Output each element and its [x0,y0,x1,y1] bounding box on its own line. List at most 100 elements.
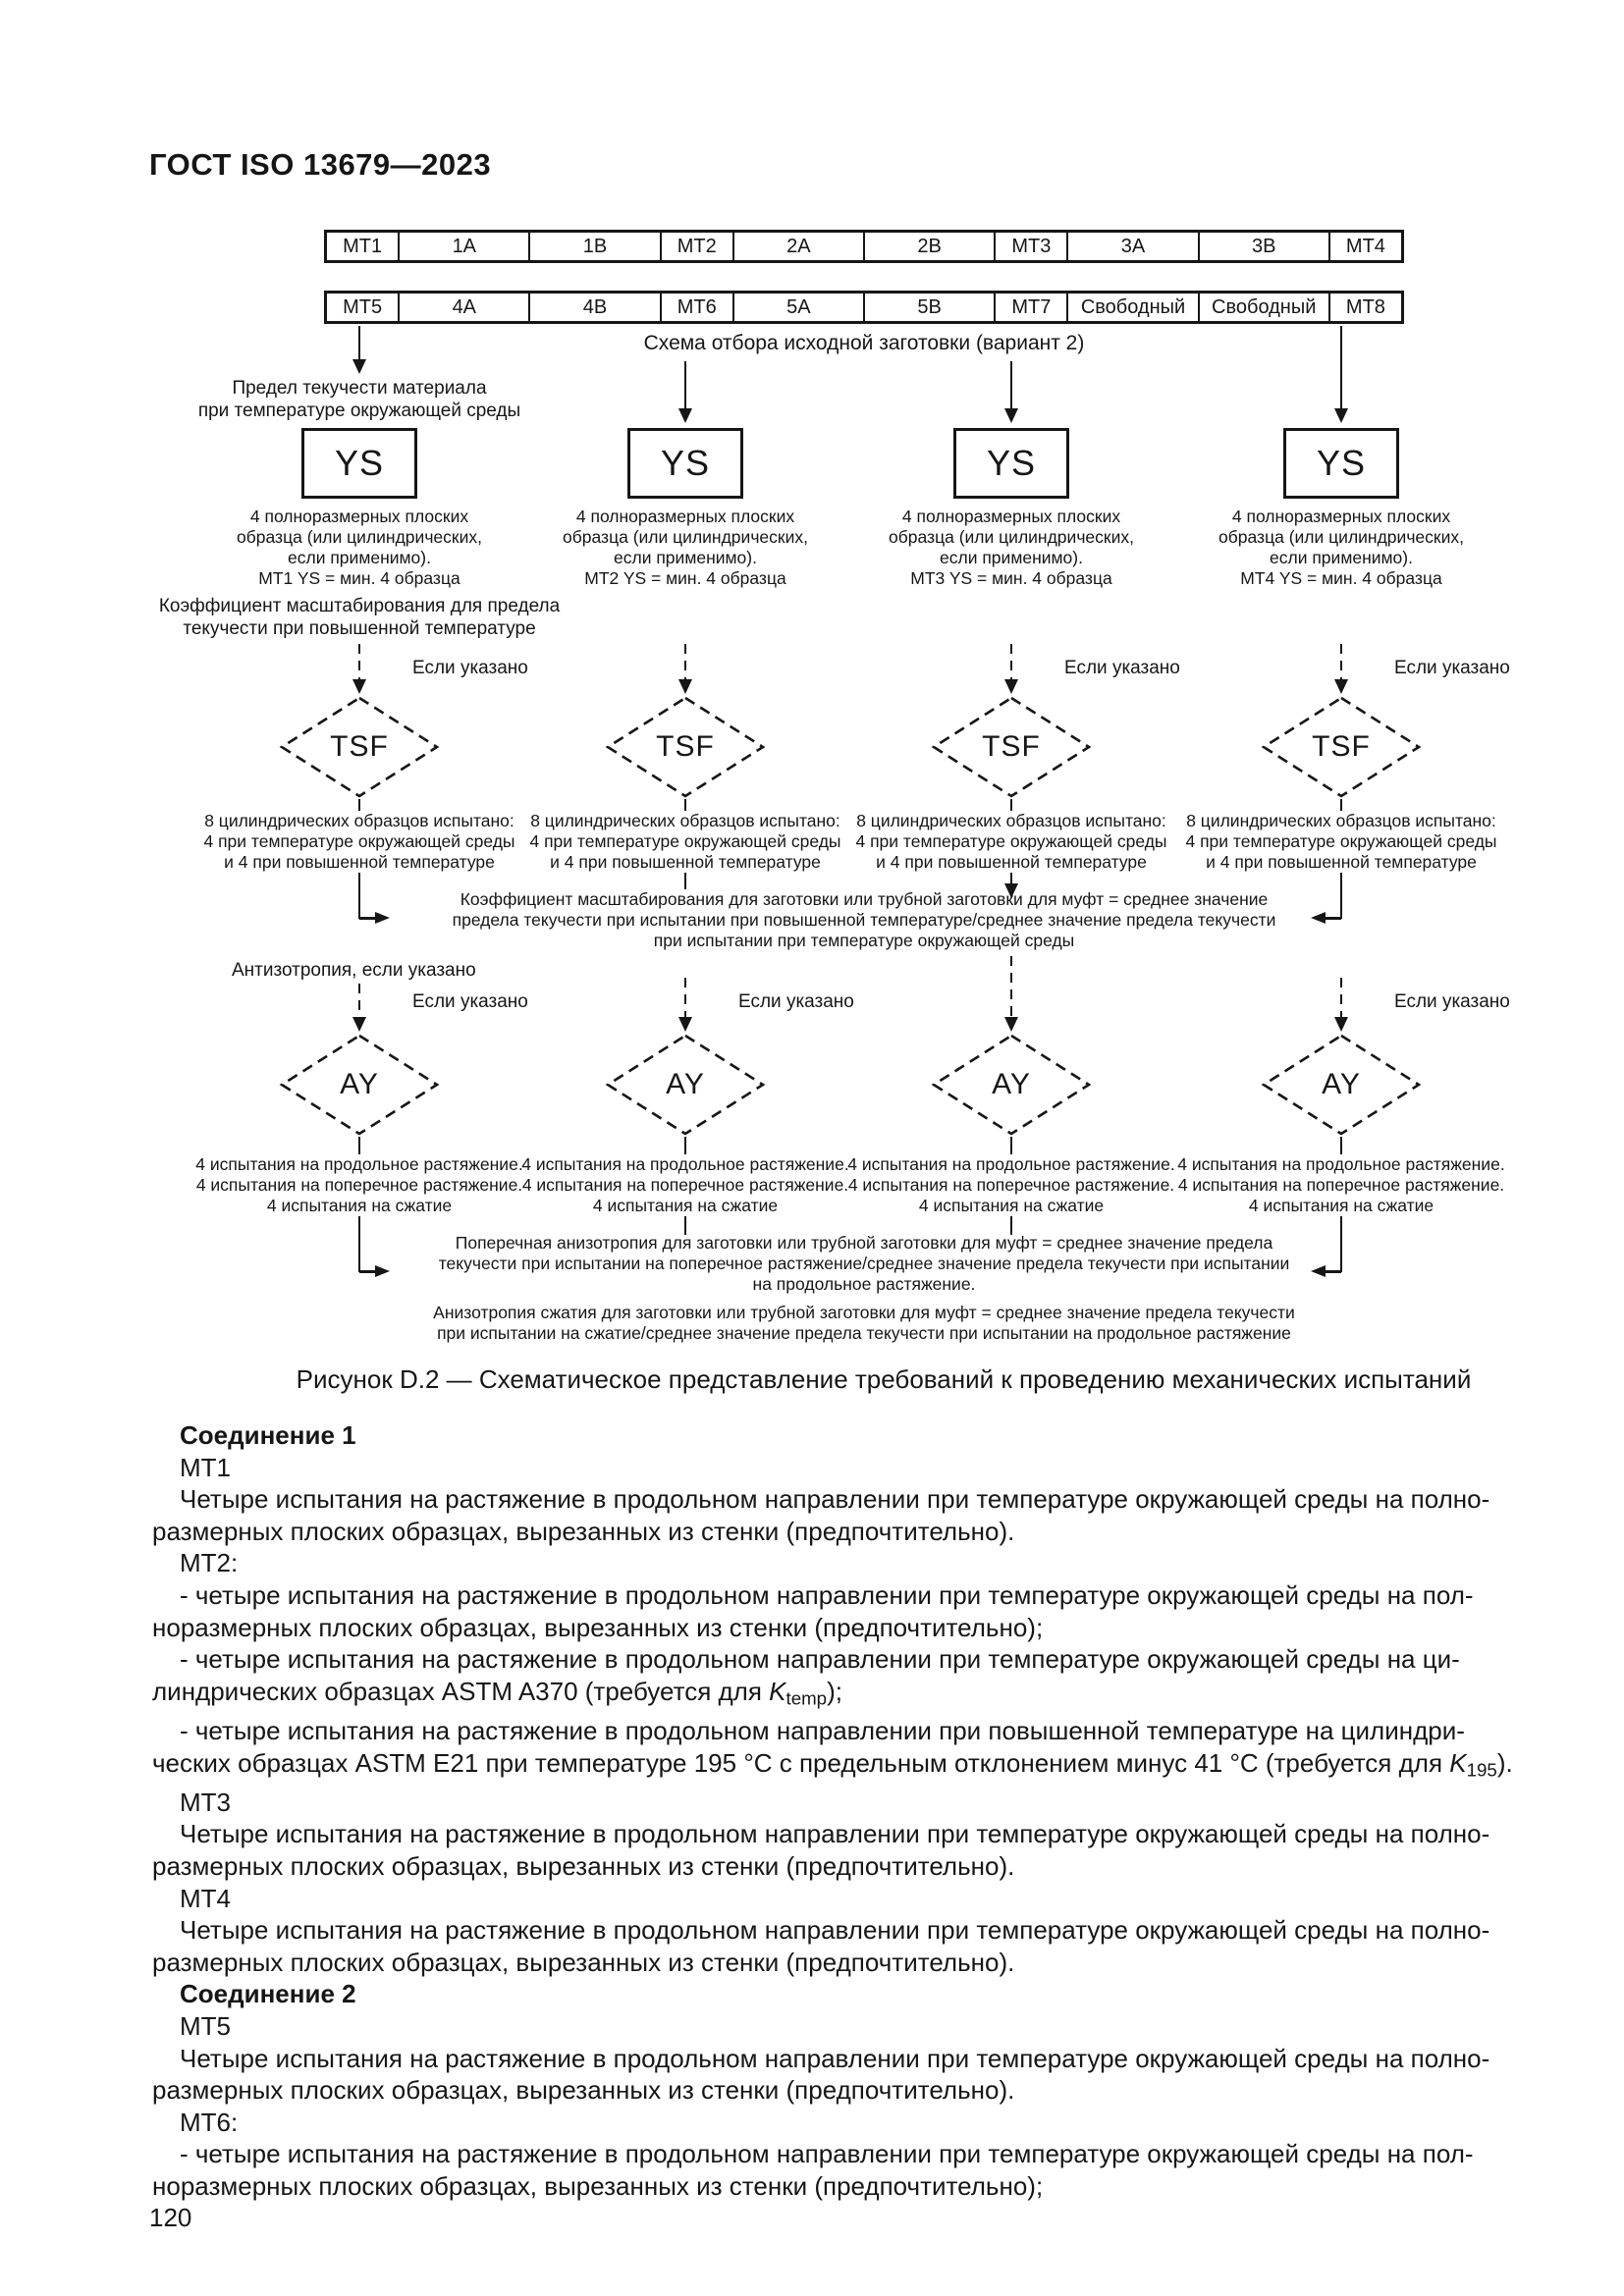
table-cell: 2A [731,233,863,260]
tsf-caption: 8 цилиндрических образцов испытано: 4 пр… [203,811,515,872]
connector-line [1339,1137,1343,1154]
arrow-down-icon [1334,679,1348,694]
body-text: Соединение 1 MT1 Четыре испытания на рас… [152,1419,1513,2203]
scheme-selection-caption: Схема отбора исходной заготовки (вариант… [643,332,1085,354]
body-line: Четыре испытания на растяжение в продоль… [180,1915,1490,1946]
arrow-down-icon [1004,883,1018,898]
body-line: размерных плоских образцах, вырезанных и… [152,2075,1015,2106]
ay-node-label: AY [666,1068,705,1100]
ys-node: YS [627,428,743,499]
connector-line [357,326,361,359]
connector-line [1009,361,1013,408]
ys-node-label: YS [334,443,385,483]
body-line: - четыре испытания на растяжение в продо… [180,1716,1465,1746]
flow-column-mt4: YS 4 полноразмерных плоских образца (или… [1177,0,1510,1306]
ay-caption: 4 испытания на продольное растяжение. 4 … [521,1154,849,1215]
table-cell: 3B [1197,233,1328,260]
dashed-connector-line [357,644,361,679]
connector-line [357,799,361,811]
body-line: норазмерных плоских образцах, вырезанных… [152,1612,1044,1642]
body-line: Четыре испытания на растяжение в продоль… [180,1484,1490,1515]
tsf-caption: 8 цилиндрических образцов испытано: 4 пр… [529,811,841,872]
connector-line [1339,799,1343,811]
ys-node-label: YS [986,443,1037,483]
tsf-formula-text: Коэффициент масштабирования для заготовк… [452,889,1276,950]
table-cell: Свободный [1197,294,1328,321]
diamond-shape [279,696,440,798]
ys-node-label: YS [660,443,711,483]
flow-column-mt1: Предел текучести материала при температу… [195,0,528,1306]
flow-column-mt2: YS 4 полноразмерных плоских образца (или… [521,0,854,1306]
body-line: - четыре испытания на растяжение в продо… [180,1644,1460,1675]
arrow-down-icon [678,1017,692,1032]
ay-node: AY [931,1033,1092,1137]
ay-caption: 4 испытания на продольное растяжение. 4 … [195,1154,523,1215]
connector-line [683,1137,687,1154]
dashed-connector-line [683,644,687,679]
diamond-shape [605,696,766,798]
connector-line [1326,1270,1341,1273]
diamond-shape [931,696,1092,798]
if-specified-label: Если указано [1394,991,1510,1012]
arrow-right-icon [375,1265,390,1277]
connector-line [1009,873,1013,883]
tsf-node-label: TSF [1312,730,1371,763]
arrow-down-icon [1004,408,1018,423]
ay-node: AY [279,1033,440,1137]
arrow-down-icon [1334,408,1348,423]
body-line: Четыре испытания на растяжение в продоль… [180,2043,1490,2073]
body-line: Четыре испытания на растяжение в продоль… [180,1819,1490,1849]
arrow-down-icon [678,679,692,694]
ys-caption: 4 полноразмерных плоских образца (или ци… [889,507,1134,588]
ys-node-label: YS [1316,443,1367,483]
connector-line [359,1270,375,1273]
ay-node-label: AY [1322,1068,1361,1100]
arrow-down-icon [678,408,692,423]
body-line: MT6: [180,2107,239,2137]
dashed-connector-line [357,984,361,1017]
transverse-anisotropy-formula: Поперечная анизотропия для заготовки или… [438,1233,1290,1294]
if-specified-label: Если указано [1064,658,1180,678]
table-cell: MT4 [1327,233,1401,260]
tsf-node: TSF [279,695,440,799]
body-line: MT3 [180,1787,231,1817]
table-cell: 3A [1066,233,1197,260]
arrow-down-icon [1334,1017,1348,1032]
diamond-shape [1261,696,1422,798]
table-cell: 5B [863,294,994,321]
connector-line [683,361,687,408]
connector-line [357,1137,361,1154]
ys-caption: 4 полноразмерных плоских образца (или ци… [1218,507,1464,588]
table-cell: 1B [528,233,659,260]
body-line: - четыре испытания на растяжение в продо… [180,2139,1474,2169]
table-cell: MT7 [994,294,1066,321]
anisotropy-intro-label: Антизотропия, если указано [232,960,476,981]
ay-caption: 4 испытания на продольное растяжение. 4 … [847,1154,1175,1215]
table-cell: 4A [398,294,528,321]
ay-caption: 4 испытания на продольное растяжение. 4 … [1177,1154,1505,1215]
tsf-node-label: TSF [982,730,1041,763]
ys-intro-label: Предел текучести материала при температу… [197,378,521,421]
if-specified-label: Если указано [738,991,854,1012]
arrow-down-icon [352,679,366,694]
connector-line [359,917,375,920]
diamond-shape [931,1034,1092,1136]
body-line: MT2: [180,1548,239,1578]
ay-node: AY [605,1033,766,1137]
table-cell: MT5 [343,295,383,318]
body-line: ческих образцах ASTM E21 при температуре… [152,1747,1513,1781]
connector-line [1339,1216,1343,1272]
tsf-caption: 8 цилиндрических образцов испытано: 4 пр… [855,811,1167,872]
table-cell: MT2 [659,233,732,260]
ay-node-label: AY [992,1068,1031,1100]
material-allocation-table-1: MT1 1A 1B MT2 2A 2B MT3 3A 3B MT4 [324,230,1404,263]
dashed-connector-line [1339,644,1343,679]
arrow-down-icon [1004,679,1018,694]
body-line: линдрических образцах ASTM A370 (требует… [152,1676,842,1709]
arrow-right-icon [375,912,390,924]
figure-caption: Рисунок D.2 — Схематическое представлени… [296,1364,1472,1394]
material-allocation-table-2: MT5 4A 4B MT6 5A 5B MT7 Свободный Свобод… [324,291,1404,324]
connector-line [683,799,687,811]
ay-node-label: AY [340,1068,379,1100]
